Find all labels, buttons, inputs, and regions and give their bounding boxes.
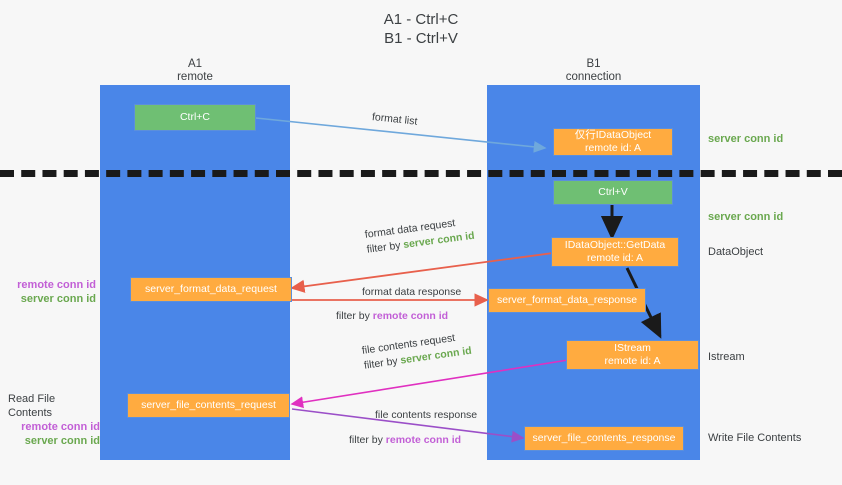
arrow-label-format-data-response: format data response filter by remote co… [336,285,462,324]
arrow-label-format-list-text: format list [371,111,418,128]
file-contents-response-line1: file contents response [375,409,478,421]
column-header-a1: A1 remote [100,58,290,84]
column-b1-name: B1 [586,58,601,70]
box-ctrl-c-label: Ctrl+C [179,111,211,123]
format-data-response-prefix: filter by [336,310,373,322]
right-label-server-conn-id-top: server conn id [708,133,784,145]
box-getdata-line1: IDataObject::GetData [564,239,666,251]
box-server-file-contents-response[interactable]: server_file_contents_response [524,426,684,451]
right-label-istream: Istream [708,351,745,363]
box-ctrl-v-label: Ctrl+V [598,186,628,198]
left-label-format-server: server conn id [20,293,96,305]
format-data-response-highlight: remote conn id [372,310,449,322]
arrow-label-file-contents-request: file contents request filter by server c… [361,329,473,374]
format-data-response-line1: format data response [362,286,462,298]
box-idataobject[interactable]: 仅行IDataObject remote id: A [553,128,673,156]
arrow-label-file-contents-response: file contents response filter by remote … [349,408,478,448]
file-contents-response-highlight: remote conn id [385,434,462,446]
box-server-format-data-response[interactable]: server_format_data_response [488,288,646,313]
left-label-read-remote: remote conn id [21,421,100,433]
column-b1-sub: connection [565,71,622,83]
format-data-response-line2: filter by remote conn id [336,309,461,324]
box-server-file-contents-request[interactable]: server_file_contents_request [127,393,290,418]
file-contents-response-line2: filter by remote conn id [349,433,477,448]
left-label-read-file-contents-title: Read File Contents [8,393,56,419]
right-label-write-file-contents: Write File Contents [708,432,802,444]
box-istream[interactable]: IStream remote id: A [566,340,699,370]
box-server-format-data-request-label: server_format_data_request [145,283,277,295]
box-idataobject-line1: 仅行IDataObject [574,129,652,141]
left-label-format-remote: remote conn id [17,279,96,291]
box-server-format-data-request[interactable]: server_format_data_request [130,277,292,302]
box-idataobject-line2: remote id: A [584,142,642,154]
left-label-format-conn-ids: remote conn id server conn id [10,278,96,306]
box-idataobject-getdata[interactable]: IDataObject::GetData remote id: A [551,237,679,267]
file-contents-request-prefix: filter by [363,354,402,372]
right-label-server-conn-id-mid: server conn id [708,211,784,223]
box-server-format-data-response-label: server_format_data_response [496,294,638,306]
box-istream-line1: IStream [614,342,651,354]
arrow-label-format-list: format list [371,110,418,128]
left-label-read-file-contents: Read File Contents remote conn id server… [8,392,100,448]
box-getdata-line2: remote id: A [586,252,644,264]
arrow-label-format-data-request: format data request filter by server con… [364,214,476,258]
column-a1-sub: remote [177,71,213,83]
box-ctrl-c[interactable]: Ctrl+C [134,104,256,131]
box-server-file-contents-request-label: server_file_contents_request [141,399,276,411]
column-header-b1: B1 connection [487,58,700,84]
diagram-title: A1 - Ctrl+C B1 - Ctrl+V [383,11,459,47]
left-label-read-server: server conn id [24,435,100,447]
box-istream-line2: remote id: A [604,355,661,367]
file-contents-response-prefix: filter by [349,434,386,446]
box-ctrl-v[interactable]: Ctrl+V [553,180,673,205]
format-data-request-prefix: filter by [366,239,405,256]
right-label-dataobject: DataObject [708,246,764,258]
column-a1-name: A1 [187,58,203,70]
box-server-file-contents-response-label: server_file_contents_response [532,432,676,444]
time-separator [0,170,842,177]
